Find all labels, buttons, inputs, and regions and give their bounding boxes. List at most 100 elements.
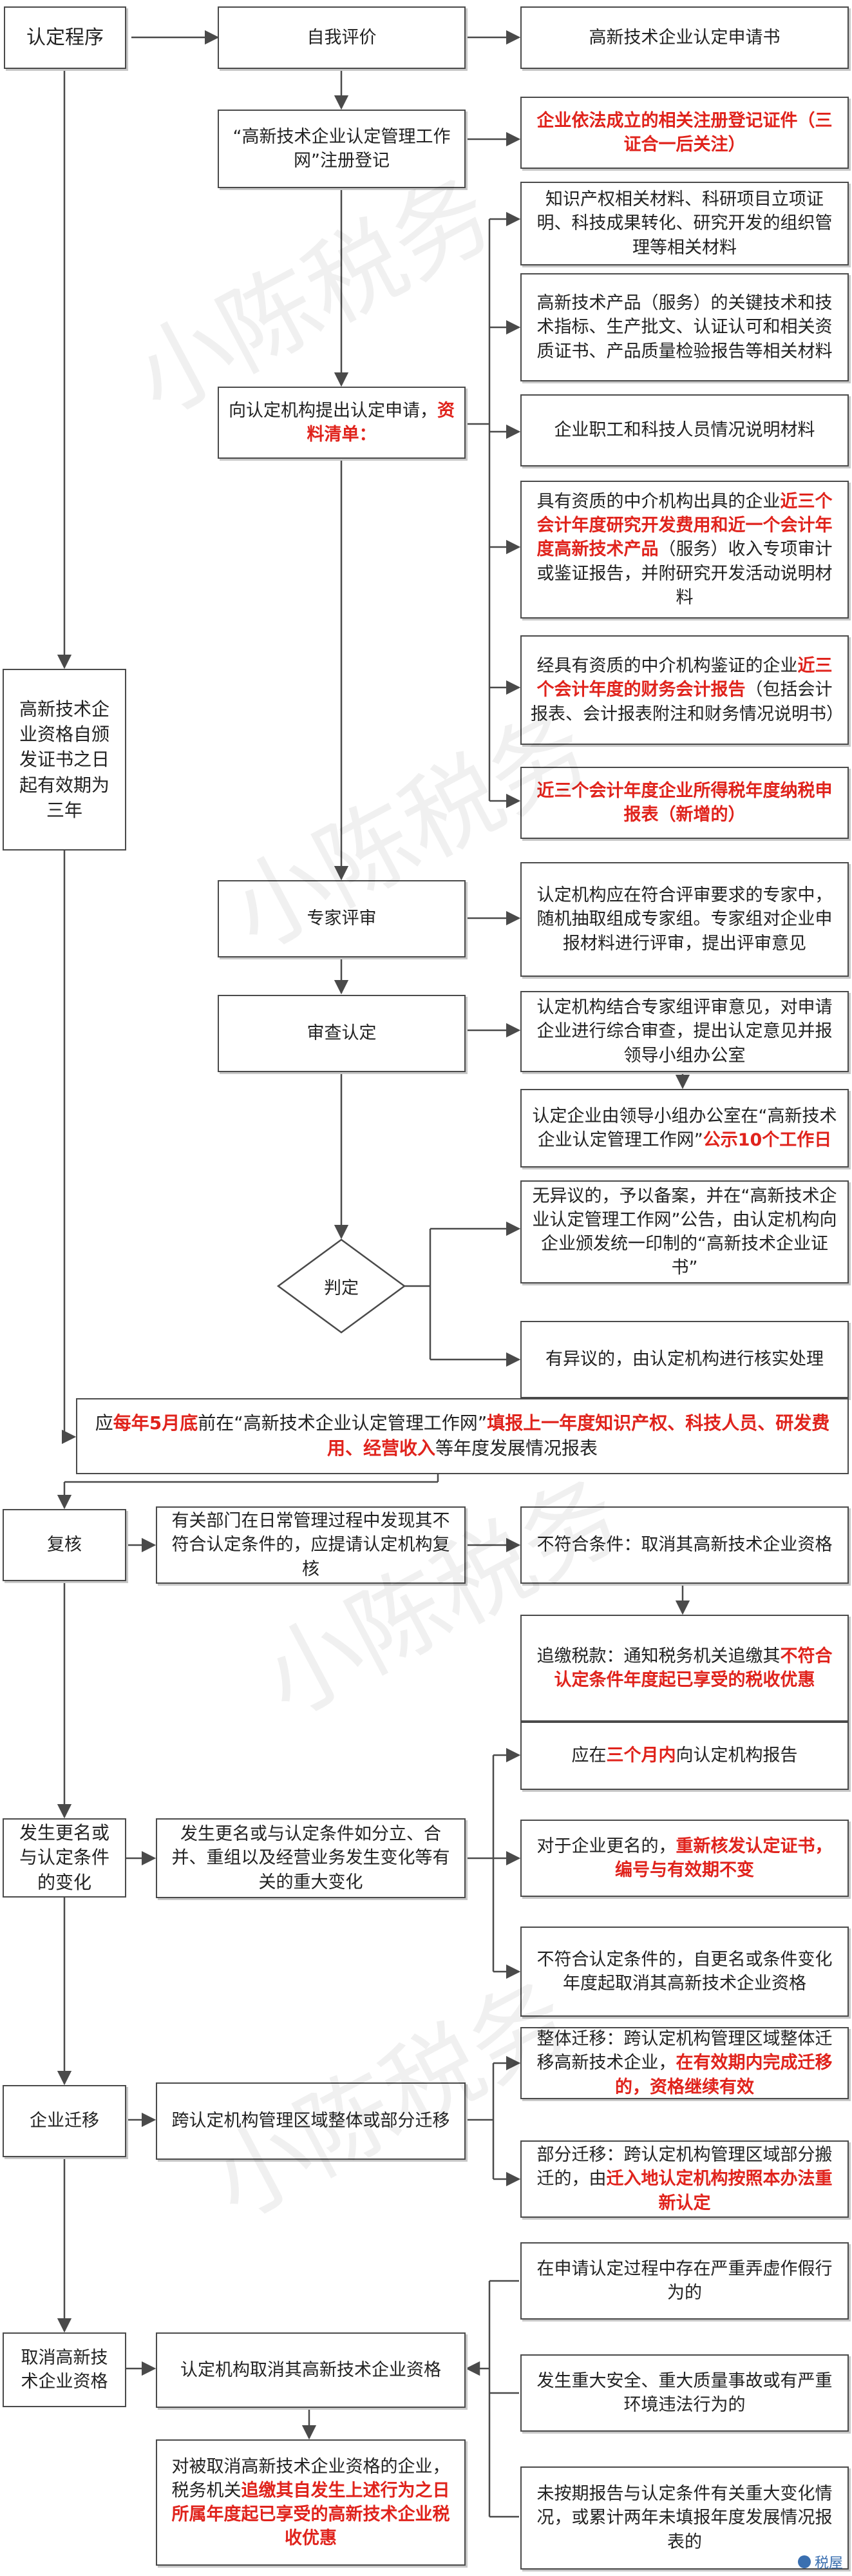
node-text: 具有资质的中介机构出具的企业近三个会计年度研究开发费用和近一个会计年度高新技术产… [531, 490, 838, 610]
node-text: 企业职工和科技人员情况说明材料 [554, 420, 815, 441]
node-cancel-qualification: 取消高新技术企业资格 [3, 2332, 126, 2407]
highlight-text: 在有效期内完成迁移的，资格继续有效 [615, 2053, 833, 2097]
node-recheck-detail: 有关部门在日常管理过程中发现其不符合认定条件的，应提请认定机构复核 [156, 1506, 466, 1584]
node-doc-financial-report: 经具有资质的中介机构鉴证的企业近三个会计年度的财务会计报告（包括会计报表、会计报… [520, 635, 849, 745]
node-text-run: 对被取消高新技术企业资格的企业，税务机关 [171, 2456, 450, 2501]
node-examination: 审查认定 [218, 995, 466, 1072]
node-annual-report: 应每年5月底前在“高新技术企业认定管理工作网”填报上一年度知识产权、科技人员、研… [76, 1398, 849, 1474]
node-text: 自我评价 [307, 27, 377, 48]
node-text-run: 前在“高新技术企业认定管理工作网” [198, 1412, 488, 1434]
node-text: 对于企业更名的，重新核发认定证书，编号与有效期不变 [531, 1834, 838, 1883]
node-text-run: 认定企业由领导小组办公室在“高新技术企业认定管理工作网” [532, 1106, 837, 1150]
node-examination-detail: 认定机构结合专家组评审意见，对申请企业进行综合审查，提出认定意见并报领导小组办公… [520, 991, 849, 1072]
node-validity-period: 高新技术企业资格自颁发证书之日起有效期为三年 [3, 669, 126, 851]
node-text: 未按期报告与认定条件有关重大变化情况，或累计两年未填报年度发展情况报表的 [536, 2484, 833, 2552]
node-reissue-certificate: 对于企业更名的，重新核发认定证书，编号与有效期不变 [520, 1820, 849, 1897]
node-text: 高新技术企业资格自颁发证书之日起有效期为三年 [19, 698, 109, 821]
node-text: 认定机构取消其高新技术企业资格 [180, 2360, 441, 2380]
highlight-text: 近三个会计年度企业所得税年度纳税申报表（新增的） [536, 780, 833, 825]
node-text: 有关部门在日常管理过程中发现其不符合认定条件的，应提请认定机构复核 [171, 1511, 450, 1579]
node-text: 企业依法成立的相关注册登记证件（三证合一后关注） [531, 109, 838, 157]
node-text-run: 经具有资质的中介机构鉴证的企业 [536, 656, 798, 677]
node-text-run: 整体迁移：跨认定机构管理区域整体迁移高新技术企业， [536, 2029, 833, 2073]
node-text: 有异议的，由认定机构进行核实处理 [545, 1349, 824, 1370]
logo-icon [797, 2555, 811, 2568]
node-recheck: 复核 [3, 1509, 126, 1581]
node-text-run: 等年度发展情况报表 [435, 1437, 598, 1459]
node-text: 发生重大安全、重大质量事故或有严重环境违法行为的 [536, 2370, 833, 2415]
node-text: 不符合条件：取消其高新技术企业资格 [536, 1535, 833, 1555]
node-cancel-reason-fraud: 在申请认定过程中存在严重弄虚作假行为的 [520, 2242, 849, 2320]
node-text: 跨认定机构管理区域整体或部分迁移 [171, 2111, 450, 2131]
node-text-run: 应 [95, 1412, 113, 1434]
node-website-registration: “高新技术企业认定管理工作网”注册登记 [218, 110, 466, 188]
node-text: 审查认定 [307, 1023, 377, 1044]
node-text: 知识产权相关材料、科研项目立项证明、科技成果转化、研究开发的组织管理等相关材料 [536, 189, 833, 258]
node-objection: 有异议的，由认定机构进行核实处理 [520, 1321, 849, 1398]
node-text: 认定企业由领导小组办公室在“高新技术企业认定管理工作网”公示10个工作日 [531, 1104, 838, 1153]
node-name-change: 发生更名或与认定条件的变化 [3, 1818, 126, 1898]
footer-logo-text: 税屋 [814, 2555, 843, 2571]
highlight-text: 追缴其自发生上述行为之日所属年度起已享受的高新技术企业税收优惠 [171, 2480, 450, 2549]
footer-logo: 税屋 [797, 2552, 843, 2572]
node-text: 追缴税款：通知税务机关追缴其不符合认定条件年度起已享受的税收优惠 [531, 1644, 838, 1693]
highlight-text: 重新核发认定证书，编号与有效期不变 [615, 1836, 833, 1880]
node-text: 发生更名或与认定条件的变化 [19, 1821, 109, 1893]
node-text: 应每年5月底前在“高新技术企业认定管理工作网”填报上一年度知识产权、科技人员、研… [86, 1411, 838, 1461]
node-text: 整体迁移：跨认定机构管理区域整体迁移高新技术企业，在有效期内完成迁移的，资格继续… [531, 2027, 838, 2099]
node-change-disqualify: 不符合认定条件的，自更名或条件变化年度起取消其高新技术企业资格 [520, 1927, 849, 2017]
node-text: 部分迁移：跨认定机构管理区域部分搬迁的，由迁入地认定机构按照本办法重新认定 [531, 2143, 838, 2215]
highlight-text: 填报上一年度知识产权、科技人员、研发费用、经营收入 [327, 1412, 830, 1459]
node-text: 发生更名或与认定条件如分立、合并、重组以及经营业务发生变化等有关的重大变化 [171, 1824, 450, 1892]
node-text-run: （包括会计报表、会计报表附注和财务情况说明书） [531, 680, 844, 724]
node-text: 认定机构结合专家组评审意见，对申请企业进行综合审查，提出认定意见并报领导小组办公… [536, 997, 833, 1066]
node-judgement: 判定 [324, 1278, 359, 1298]
highlight-text: 企业依法成立的相关注册登记证件（三证合一后关注） [536, 110, 833, 155]
node-doc-application-form: 高新技术企业认定申请书 [520, 6, 849, 69]
node-text: 复核 [47, 1535, 82, 1555]
node-text: 经具有资质的中介机构鉴证的企业近三个会计年度的财务会计报告（包括会计报表、会计报… [531, 654, 844, 726]
node-text-run: 向认定机构提出认定申请， [229, 400, 437, 421]
node-doc-product-materials: 高新技术产品（服务）的关键技术和技术指标、生产批文、认证认可和相关资质证书、产品… [520, 273, 849, 381]
node-text-run: 向认定机构报告 [676, 1745, 798, 1766]
highlight-text: 近三个会计年度的财务会计报告 [536, 656, 833, 700]
node-certification-procedure: 认定程序 [4, 6, 126, 69]
node-doc-ip-materials: 知识产权相关材料、科研项目立项证明、科技成果转化、研究开发的组织管理等相关材料 [520, 182, 849, 265]
node-text: 专家评审 [307, 908, 377, 929]
node-doc-rd-audit-report: 具有资质的中介机构出具的企业近三个会计年度研究开发费用和近一个会计年度高新技术产… [520, 481, 849, 619]
node-expert-review: 专家评审 [218, 880, 466, 957]
node-text-run: 应在 [571, 1745, 607, 1766]
highlight-text: 不符合认定条件年度起已享受的税收优惠 [554, 1646, 833, 1690]
node-doc-tax-return: 近三个会计年度企业所得税年度纳税申报表（新增的） [520, 767, 849, 839]
highlight-text: 每年5月底 [113, 1412, 198, 1434]
node-public-notice: 认定企业由领导小组办公室在“高新技术企业认定管理工作网”公示10个工作日 [520, 1089, 849, 1168]
node-text: 认定程序 [26, 26, 104, 49]
highlight-text: 资料清单： [307, 400, 455, 445]
highlight-text: 公示10个工作日 [703, 1130, 832, 1150]
node-text-run: 追缴税款：通知税务机关追缴其 [536, 1646, 781, 1666]
node-text: 高新技术企业认定申请书 [589, 27, 781, 48]
node-text: 近三个会计年度企业所得税年度纳税申报表（新增的） [531, 779, 838, 827]
node-text-run: 具有资质的中介机构出具的企业 [536, 491, 781, 512]
node-text: 取消高新技术企业资格 [21, 2347, 108, 2392]
highlight-text: 近三个会计年度研究开发费用和近一个会计年度高新技术产品 [536, 491, 833, 560]
node-doc-staff-description: 企业职工和科技人员情况说明材料 [520, 394, 849, 466]
node-text: 向认定机构提出认定申请，资料清单： [228, 399, 455, 447]
node-text: 对被取消高新技术企业资格的企业，税务机关追缴其自发生上述行为之日所属年度起已享受… [166, 2455, 455, 2551]
judge-diamond [276, 1238, 406, 1334]
node-text: 企业迁移 [30, 2111, 99, 2131]
node-cancel-reason-unreported: 未按期报告与认定条件有关重大变化情况，或累计两年未填报年度发展情况报表的 [520, 2466, 849, 2570]
node-cancel-tax-recovery: 对被取消高新技术企业资格的企业，税务机关追缴其自发生上述行为之日所属年度起已享受… [156, 2439, 466, 2566]
node-text-run: （服务）收入专项审计或鉴证报告，并附研究开发活动说明材料 [536, 539, 833, 608]
node-doc-registration-certificate: 企业依法成立的相关注册登记证件（三证合一后关注） [520, 97, 849, 169]
node-no-objection: 无异议的，予以备案，并在“高新技术企业认定管理工作网”公告，由认定机构向企业颁发… [520, 1180, 849, 1283]
node-text-run: 部分迁移：跨认定机构管理区域部分搬迁的，由 [536, 2145, 833, 2189]
node-text: 不符合认定条件的，自更名或条件变化年度起取消其高新技术企业资格 [536, 1949, 833, 1994]
node-partial-relocation: 部分迁移：跨认定机构管理区域部分搬迁的，由迁入地认定机构按照本办法重新认定 [520, 2140, 849, 2218]
node-self-evaluation: 自我评价 [218, 6, 466, 69]
node-report-within-three-months: 应在三个月内向认定机构报告 [520, 1722, 849, 1790]
node-text: 应在三个月内向认定机构报告 [531, 1744, 838, 1767]
node-text-run: 对于企业更名的， [536, 1836, 676, 1856]
